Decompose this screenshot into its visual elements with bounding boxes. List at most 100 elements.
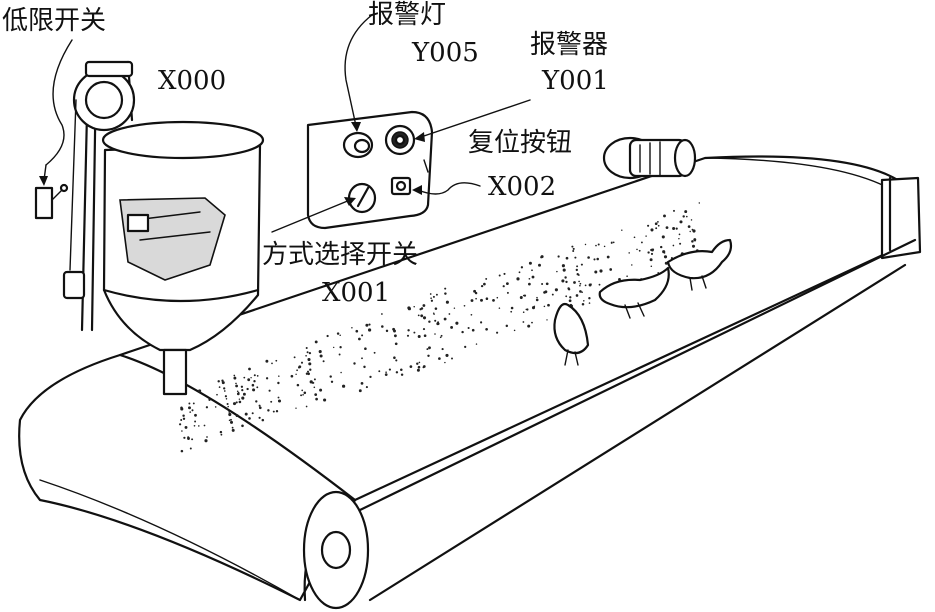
feed-grain-dot [233, 376, 237, 380]
feed-grain-dot [180, 407, 184, 411]
feed-grain-dot [180, 419, 183, 421]
feed-grain-dot [226, 407, 228, 410]
x000-label: X000 [158, 66, 227, 96]
feed-grain-dot [256, 375, 259, 377]
alarm-buzzer-device [384, 124, 416, 156]
feed-hopper [101, 120, 265, 396]
feed-grain-dot [267, 409, 270, 412]
feed-grain-dot [569, 296, 572, 299]
feed-grain-dot [361, 357, 363, 360]
feed-grain-dot [339, 346, 342, 349]
feed-grain-dot [640, 241, 643, 244]
feed-grain-dot [422, 316, 427, 320]
feed-grain-dot [296, 369, 298, 372]
feed-grain-dot [332, 346, 335, 349]
feed-grain-dot [309, 368, 312, 371]
feed-grain-dot [543, 291, 546, 294]
feed-grain-dot [217, 380, 220, 383]
feed-grain-dot [214, 406, 217, 408]
feed-grain-dot [443, 317, 447, 321]
feed-grain-dot [218, 386, 221, 388]
feed-grain-dot [248, 367, 251, 371]
feed-grain-dot [434, 319, 437, 322]
feed-grain-dot [498, 274, 501, 277]
feed-grain-dot [360, 382, 364, 385]
feed-grain-dot [430, 299, 434, 302]
feed-grain-dot [308, 362, 312, 366]
feed-grain-dot [247, 378, 251, 382]
feed-grain-dot [385, 371, 387, 373]
feed-grain-dot [302, 393, 304, 396]
feed-grain-dot [503, 272, 506, 275]
feed-grain-dot [228, 419, 231, 422]
feed-grain-dot [339, 334, 341, 337]
feed-grain-dot [661, 235, 665, 239]
feed-grain-dot [510, 310, 513, 313]
alarm-light-device [342, 131, 374, 159]
feed-grain-dot [353, 362, 356, 365]
feed-grain-dot [194, 413, 197, 417]
feed-grain-dot [593, 258, 596, 261]
feed-grain-dot [520, 266, 524, 269]
feed-grain-dot [319, 388, 323, 392]
feed-grain-dot [422, 304, 426, 307]
feed-grain-dot [271, 362, 273, 365]
feed-grain-dot [198, 389, 202, 393]
feed-grain-dot [312, 382, 315, 384]
feed-grain-dot [232, 402, 237, 406]
chicken-3 [666, 238, 733, 291]
feed-grain-dot [437, 322, 440, 325]
feed-grain-dot [434, 333, 436, 335]
feed-grain-dot [471, 328, 475, 332]
feed-grain-dot [373, 351, 376, 354]
feed-grain-dot [226, 402, 229, 406]
feed-grain-dot [628, 252, 630, 254]
feed-grain-dot [522, 321, 525, 323]
feed-grain-dot [650, 248, 654, 252]
x001-label: X001 [322, 278, 391, 308]
feed-grain-dot [650, 265, 653, 267]
feed-grain-dot [547, 303, 550, 307]
feed-grain-dot [438, 357, 441, 360]
feed-grain-dot [663, 255, 668, 259]
feed-grain-dot [342, 384, 346, 388]
feed-grain-dot [439, 336, 442, 339]
feed-grain-dot [647, 251, 650, 254]
feed-grain-dot [445, 300, 449, 304]
feed-grain-dot [679, 220, 683, 224]
feed-grain-dot [253, 374, 256, 377]
feed-grain-dot [654, 222, 658, 226]
feed-grain-dot [314, 340, 318, 344]
feed-grain-dot [450, 325, 454, 329]
feed-grain-dot [543, 305, 546, 308]
leader-lines [39, 14, 531, 233]
feed-grain-dot [576, 273, 579, 276]
feed-grain-dot [528, 261, 532, 265]
feed-grain-dot [633, 236, 636, 239]
feed-grain-dot [575, 294, 579, 297]
feed-grain-dot [595, 244, 597, 247]
feed-grain-dot [369, 375, 372, 379]
feed-grain-dot [198, 425, 200, 427]
feed-grain-dot [675, 227, 678, 230]
feed-grain-dot [231, 426, 234, 429]
feed-grain-dot [441, 348, 444, 351]
feed-grain-dot [251, 412, 254, 415]
feed-grain-dot [485, 327, 488, 331]
feed-grain-dot [296, 383, 300, 387]
feed-grain-dot [305, 372, 309, 375]
feed-grain-dot [206, 436, 208, 438]
feed-grain-dot [208, 398, 211, 401]
feed-grain-dot [420, 314, 424, 318]
y005-label: Y005 [412, 38, 479, 68]
feed-grain-dot [313, 386, 316, 389]
feed-grain-dot [227, 405, 229, 408]
feed-grain-dot [251, 383, 255, 387]
feed-grain-dot [576, 265, 579, 268]
feed-grain-dot [319, 354, 323, 358]
feed-grain-dot [470, 313, 473, 316]
feed-grain-dot [455, 321, 459, 325]
feed-grain-dot [475, 297, 477, 300]
feed-grain-dot [290, 374, 294, 378]
feed-grain-dot [650, 252, 654, 255]
